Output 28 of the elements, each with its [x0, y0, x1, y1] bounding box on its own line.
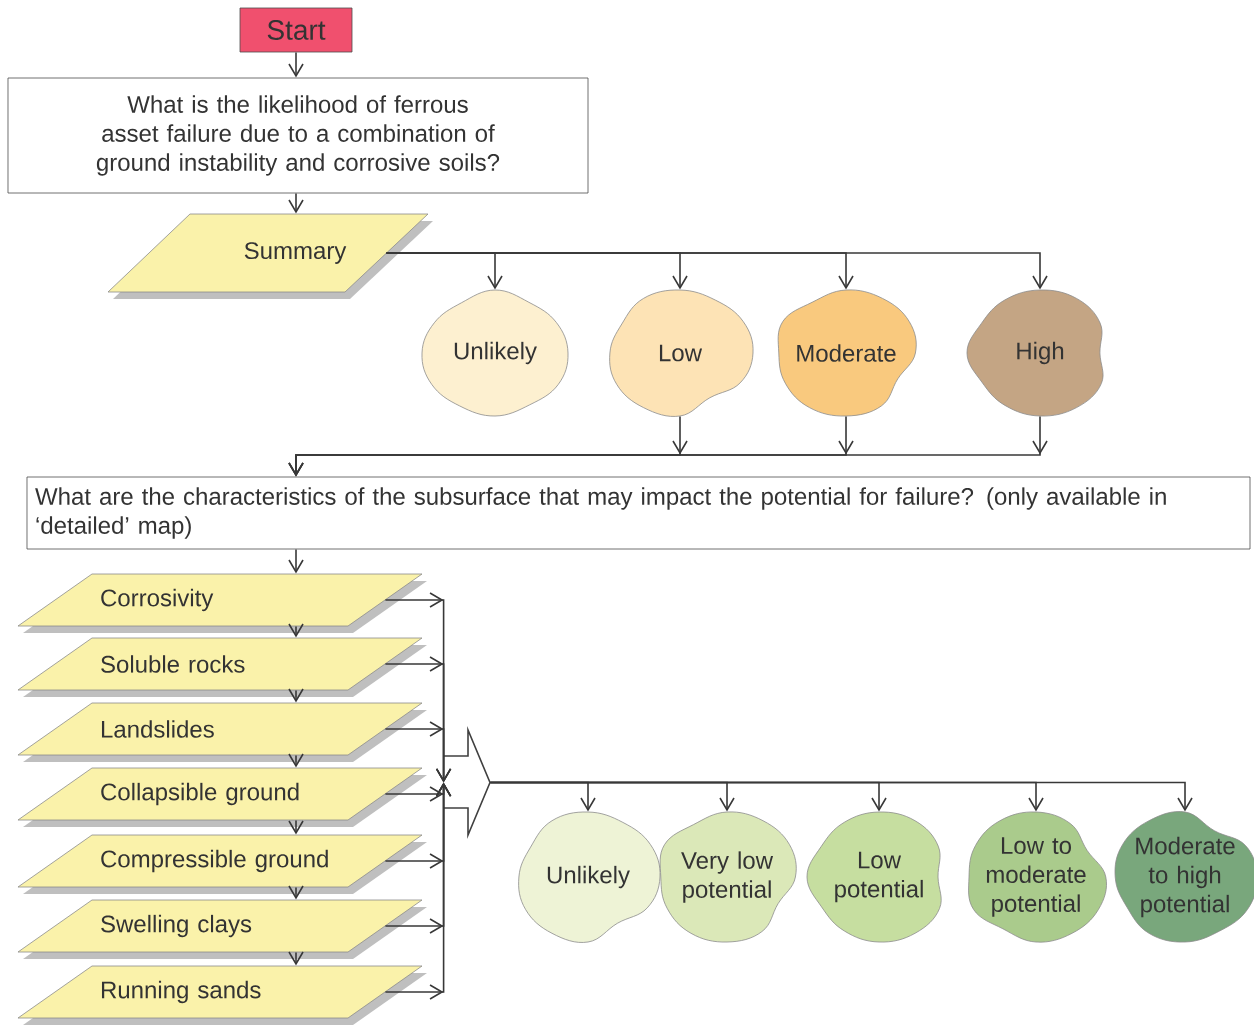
parallelogram-box: Soluble rocks [17, 637, 427, 697]
blob-node: Very low potential [659, 811, 797, 943]
parallelogram-box: Collapsible ground [17, 767, 427, 827]
blob-node: Unlikely [518, 811, 661, 943]
arrow [384, 782, 452, 1000]
blob-node: Low [609, 289, 754, 417]
blob-node: High [966, 289, 1104, 417]
parallelogram-box: Landslides [17, 702, 427, 762]
parallelogram-box: Summary [107, 213, 433, 299]
arrow [288, 192, 304, 214]
parallelogram-box: Compressible ground [17, 834, 427, 894]
arrow [385, 252, 1048, 290]
start-box: Start [239, 7, 353, 53]
blob-node: Low potential [806, 811, 942, 943]
arrow [384, 721, 452, 783]
blob-node: Low to moderate potential [968, 811, 1107, 943]
blob-node: Moderate to high potential [1114, 811, 1254, 943]
question-box: What is the likelihood of ferrous asset failure due to a combination of ground instability and corrosive soils? [7, 77, 589, 194]
blob-node: Unlikely [421, 289, 569, 417]
arrow [489, 781, 1193, 812]
parallelogram-box: Running sands [17, 965, 427, 1025]
arrow [288, 415, 1048, 477]
question-box: What are the characteristics of the subsurface that may impact the potential for failure? (only available in ‘detailed’ map) [26, 476, 1251, 550]
arrow [288, 51, 304, 78]
arrow [288, 548, 304, 574]
parallelogram-box: Corrosivity [17, 573, 427, 633]
parallelogram-box: Swelling clays [17, 899, 427, 959]
blob-node: Moderate [777, 289, 917, 417]
